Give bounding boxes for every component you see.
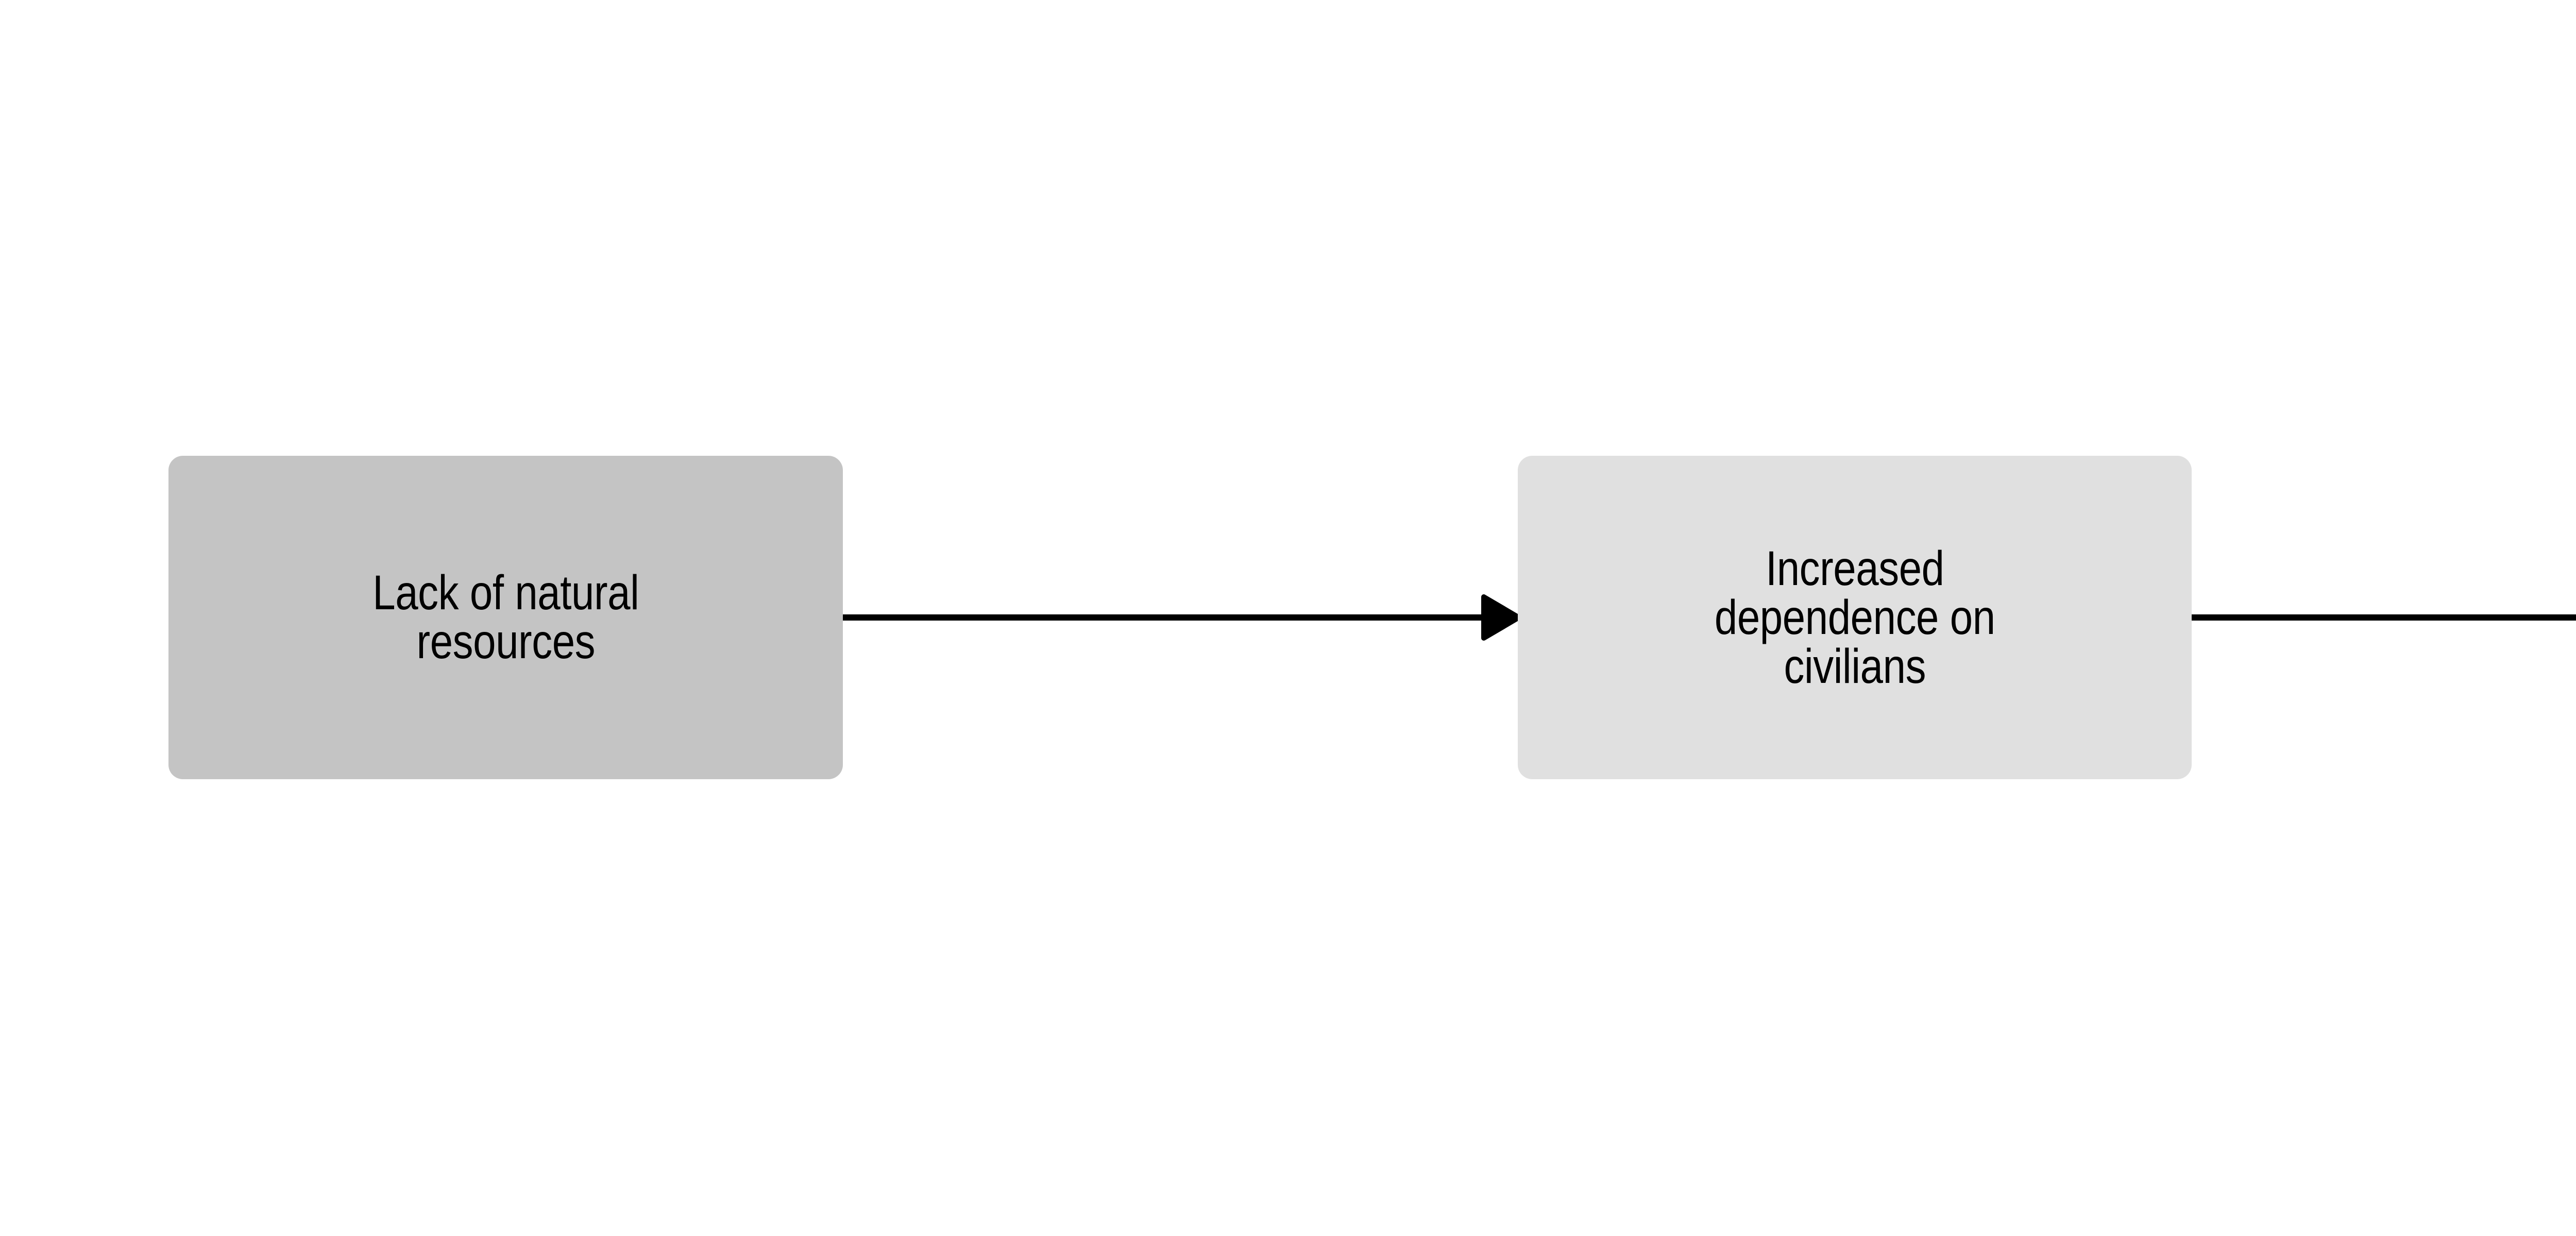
node-label-lack-of-natural-resources: Lack of natural resources xyxy=(372,565,639,669)
edge-resources-to-dependence xyxy=(840,594,1521,641)
node-increased-dependence-on-civilians[interactable]: Increased dependence on civilians xyxy=(1518,456,2192,779)
edge-1-arrowhead-icon xyxy=(1481,594,1521,641)
edge-dependence-to-governance xyxy=(2189,614,2576,621)
node-label-increased-dependence-on-civilians: Increased dependence on civilians xyxy=(1714,541,1995,694)
node-lack-of-natural-resources[interactable]: Lack of natural resources xyxy=(168,456,843,779)
